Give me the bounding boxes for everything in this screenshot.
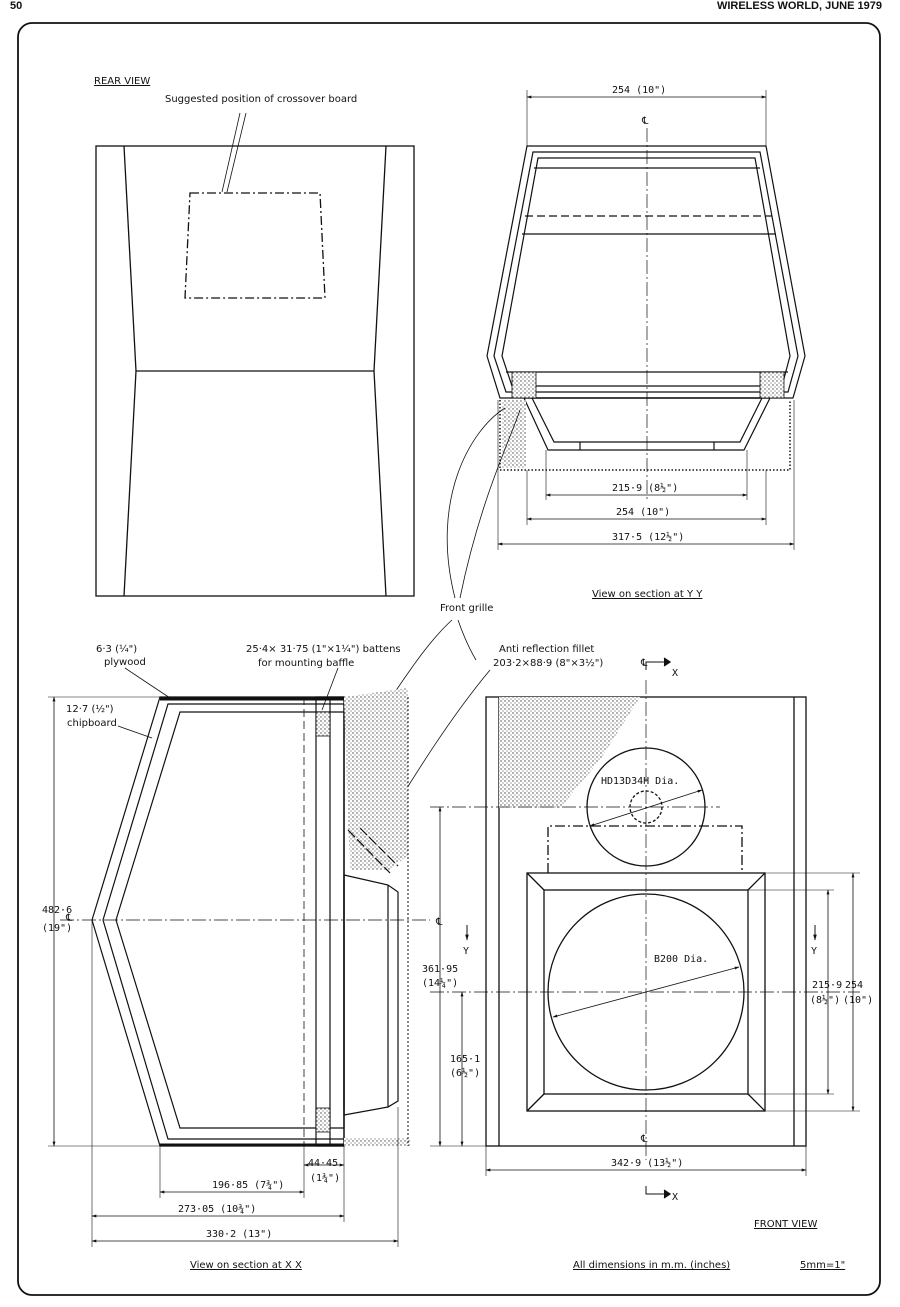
fv-dim-r1-1: 215·9 xyxy=(812,980,842,991)
fv-height-a-1: 361·95 xyxy=(422,964,458,975)
chipboard-label-1: 12·7 (½") xyxy=(66,703,114,715)
publication-title: WIRELESS WORLD, JUNE 1979 xyxy=(716,0,882,12)
scale-note: 5mm=1" xyxy=(800,1260,845,1271)
tweeter-label: HD13D34H Dia. xyxy=(601,776,679,787)
battens-label-2: for mounting baffle xyxy=(258,658,354,669)
crossover-board-outline xyxy=(184,192,326,299)
leader-lines xyxy=(117,407,521,871)
yy-dim-mid: 254 (10") xyxy=(616,507,670,518)
fv-height-a-2: (14¼") xyxy=(422,977,458,989)
rear-view xyxy=(95,112,415,597)
crossover-note: Suggested position of crossover board xyxy=(165,94,357,105)
yy-centerline: ℄ xyxy=(641,116,649,127)
fv-x-mark-bottom: X xyxy=(672,1192,678,1203)
plywood-label-1: 6·3 (¼") xyxy=(96,643,137,655)
xx-dim-c: 330·2 (13") xyxy=(206,1229,272,1240)
fv-y-mark-right: Y xyxy=(811,946,817,957)
rear-view-title: REAR VIEW xyxy=(94,76,150,87)
fv-height-b-1: 165·1 xyxy=(450,1054,480,1065)
yy-dim-top: 254 (10") xyxy=(612,85,666,96)
fv-width: 342·9 (13½") xyxy=(611,1157,683,1169)
anti-reflection-label-1: Anti reflection fillet xyxy=(499,644,594,655)
units-note: All dimensions in m.m. (inches) xyxy=(573,1260,730,1271)
fv-dim-r2-1: 254 xyxy=(845,980,863,991)
plywood-label-2: plywood xyxy=(104,657,146,668)
fv-x-mark-top: X xyxy=(672,668,678,679)
xx-dim-baffle-1: 44·45 xyxy=(308,1158,338,1169)
front-view-title: FRONT VIEW xyxy=(754,1219,817,1230)
section-yy xyxy=(486,90,806,550)
yy-dim-inner: 215·9 (8½") xyxy=(612,482,678,494)
xx-height-2: (19") xyxy=(42,923,72,934)
xx-dim-baffle-2: (1¾") xyxy=(310,1172,340,1184)
page-number: 50 xyxy=(10,0,23,12)
fv-centerline-bottom: ℄ xyxy=(640,1134,648,1145)
xx-centerline: ℄ xyxy=(65,913,73,924)
anti-reflection-label-2: 203·2×88·9 (8"×3½") xyxy=(493,657,603,669)
fv-centerline-top: ℄ xyxy=(640,658,648,669)
section-xx xyxy=(48,688,430,1247)
fv-centerline-left: ℄ xyxy=(435,917,443,928)
xx-dim-a: 196·85 (7¾") xyxy=(212,1179,284,1191)
xx-title: View on section at X X xyxy=(190,1260,302,1271)
yy-title: View on section at Y Y xyxy=(592,589,703,600)
woofer-label: B200 Dia. xyxy=(654,954,708,965)
battens-label-1: 25·4× 31·75 (1"×1¼") battens xyxy=(246,643,401,655)
xx-height-1: 482·6 xyxy=(42,905,72,916)
fv-dim-r1-2: (8½") xyxy=(810,994,840,1006)
page-frame xyxy=(17,22,881,1296)
yy-dim-overall: 317·5 (12½") xyxy=(612,531,684,543)
front-view xyxy=(430,657,860,1199)
fv-dim-r2-2: (10") xyxy=(843,995,873,1006)
xx-dim-b: 273·05 (10¾") xyxy=(178,1203,256,1215)
chipboard-label-2: chipboard xyxy=(67,718,117,729)
front-grille-label: Front grille xyxy=(440,603,493,614)
fv-y-mark-left: Y xyxy=(463,946,469,957)
fv-height-b-2: (6½") xyxy=(450,1067,480,1079)
